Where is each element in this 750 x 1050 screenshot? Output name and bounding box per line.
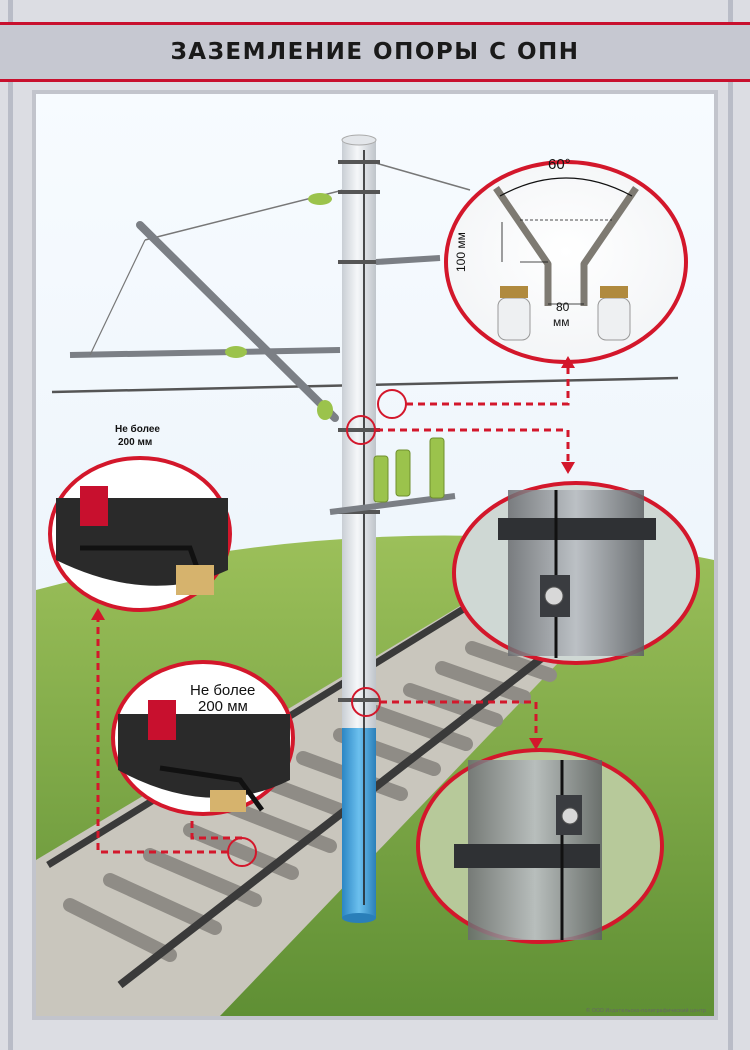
guy-wire	[371, 161, 471, 191]
callout-rail-mid	[111, 660, 295, 816]
pole-top	[341, 134, 377, 146]
surge-arresters	[373, 437, 445, 503]
upper-insulator	[308, 193, 332, 205]
railway-track	[46, 602, 568, 989]
title-bar: ЗАЗЕМЛЕНИЕ ОПОРЫ С ОПН	[0, 22, 750, 82]
cantilever-brace	[136, 221, 339, 422]
page-title: ЗАЗЕМЛЕНИЕ ОПОРЫ С ОПН	[170, 39, 580, 65]
arrester-cross-arm	[329, 493, 456, 515]
leader-lines	[96, 365, 570, 854]
rail-mid-limit-line2: 200 мм	[198, 698, 248, 715]
callout-arrester-gap	[444, 160, 688, 364]
gap-unit-label: мм	[553, 315, 570, 329]
rail-top-limit-line2: 200 мм	[118, 437, 153, 448]
rail-mid-limit-line1: Не более	[190, 682, 256, 699]
height-label: 100 мм	[454, 232, 468, 272]
pole-grounding-illustration	[36, 94, 714, 1016]
registration-arm	[69, 347, 341, 358]
copyright-text: © ООО Издательско-полиграфический центр	[585, 1008, 706, 1014]
brace-insulator	[225, 346, 247, 358]
rail-top-limit-line1: Не более	[115, 424, 160, 435]
gap-value-label: 80	[556, 300, 570, 314]
callout-top-clamp	[452, 481, 700, 665]
callout-bottom-clamp	[416, 748, 664, 944]
support-wire	[144, 181, 376, 241]
stay-wire	[89, 239, 146, 356]
callout-rail-top	[48, 456, 232, 612]
pole-bottom	[342, 913, 376, 923]
lower-insulator	[317, 400, 333, 420]
angle-label: 60°	[548, 156, 571, 173]
frame-left-line	[8, 0, 13, 1050]
pole-base-painted	[342, 728, 376, 918]
marker-top-clamp	[346, 415, 376, 445]
arrester-bracket	[375, 255, 441, 265]
frame-right-line	[728, 0, 733, 1050]
